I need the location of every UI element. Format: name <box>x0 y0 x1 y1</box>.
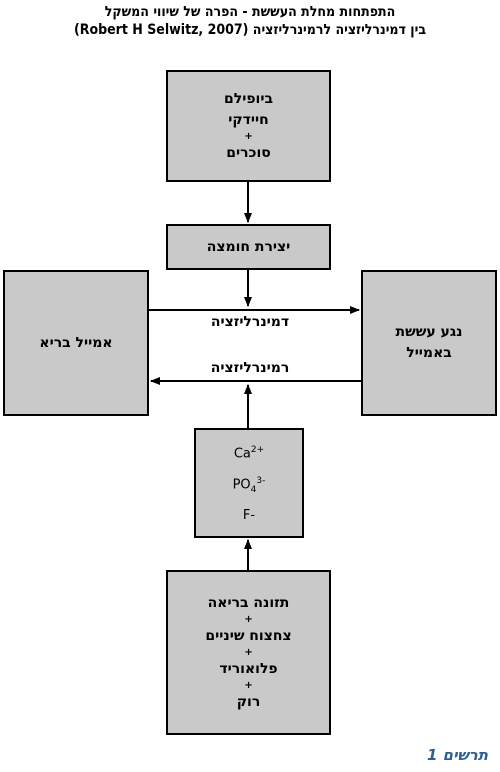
calcium-ion: Ca2+ <box>234 437 264 467</box>
factor-saliva: רוק <box>236 693 261 710</box>
phosphate-subscript: 4 <box>250 484 257 495</box>
calcium-charge: 2+ <box>250 445 265 456</box>
fluoride-ion: F- <box>242 507 256 523</box>
lesion-line1: נגע עששת <box>395 324 463 340</box>
calcium-symbol: Ca <box>233 446 251 462</box>
factor-diet: תזונה בריאה <box>207 594 290 611</box>
diagram-title-line2: בין דמינרליזציה לרמינרליזציה (Robert H S… <box>73 22 427 38</box>
diagram-title-line1: התפתחות מחלת העששת - הפרה של שיווי המשקל <box>104 4 396 20</box>
demineralization-label: דמינרליזציה <box>210 314 290 330</box>
factor-fluoride: פלואוריד <box>219 660 278 677</box>
figure-caption: תרשים 1 <box>426 746 488 764</box>
factor-brushing: צחצוח שיניים <box>205 627 292 644</box>
healthy-enamel-box: אמייל בריא <box>3 270 149 416</box>
factor-plus3: + <box>244 679 253 691</box>
remineralization-label: רמינרליזציה <box>210 360 290 376</box>
phosphate-ion: PO43- <box>233 468 266 503</box>
acid-production-box: יצירת חומצה <box>166 224 331 270</box>
biofilm-line3: סוכרים <box>226 144 271 161</box>
protective-factors-box: תזונה בריאה + צחצוח שיניים + פלואוריד + … <box>166 570 331 735</box>
phosphate-charge: 3- <box>256 475 266 486</box>
caries-lesion-box: נגע עששת באמייל <box>361 270 497 416</box>
biofilm-box: ביופילם חיידקי + סוכרים <box>166 70 331 182</box>
biofilm-plus: + <box>244 130 253 142</box>
ions-box: Ca2+ PO43- F- <box>194 428 304 538</box>
acid-production-label: יצירת חומצה <box>206 239 291 255</box>
biofilm-line1: ביופילם <box>224 90 274 107</box>
biofilm-line2: חיידקי <box>228 111 269 128</box>
phosphate-symbol: PO <box>232 477 251 493</box>
factor-plus1: + <box>244 613 253 625</box>
healthy-enamel-label: אמייל בריא <box>39 335 113 351</box>
factor-plus2: + <box>244 646 253 658</box>
lesion-line2: באמייל <box>406 345 452 361</box>
